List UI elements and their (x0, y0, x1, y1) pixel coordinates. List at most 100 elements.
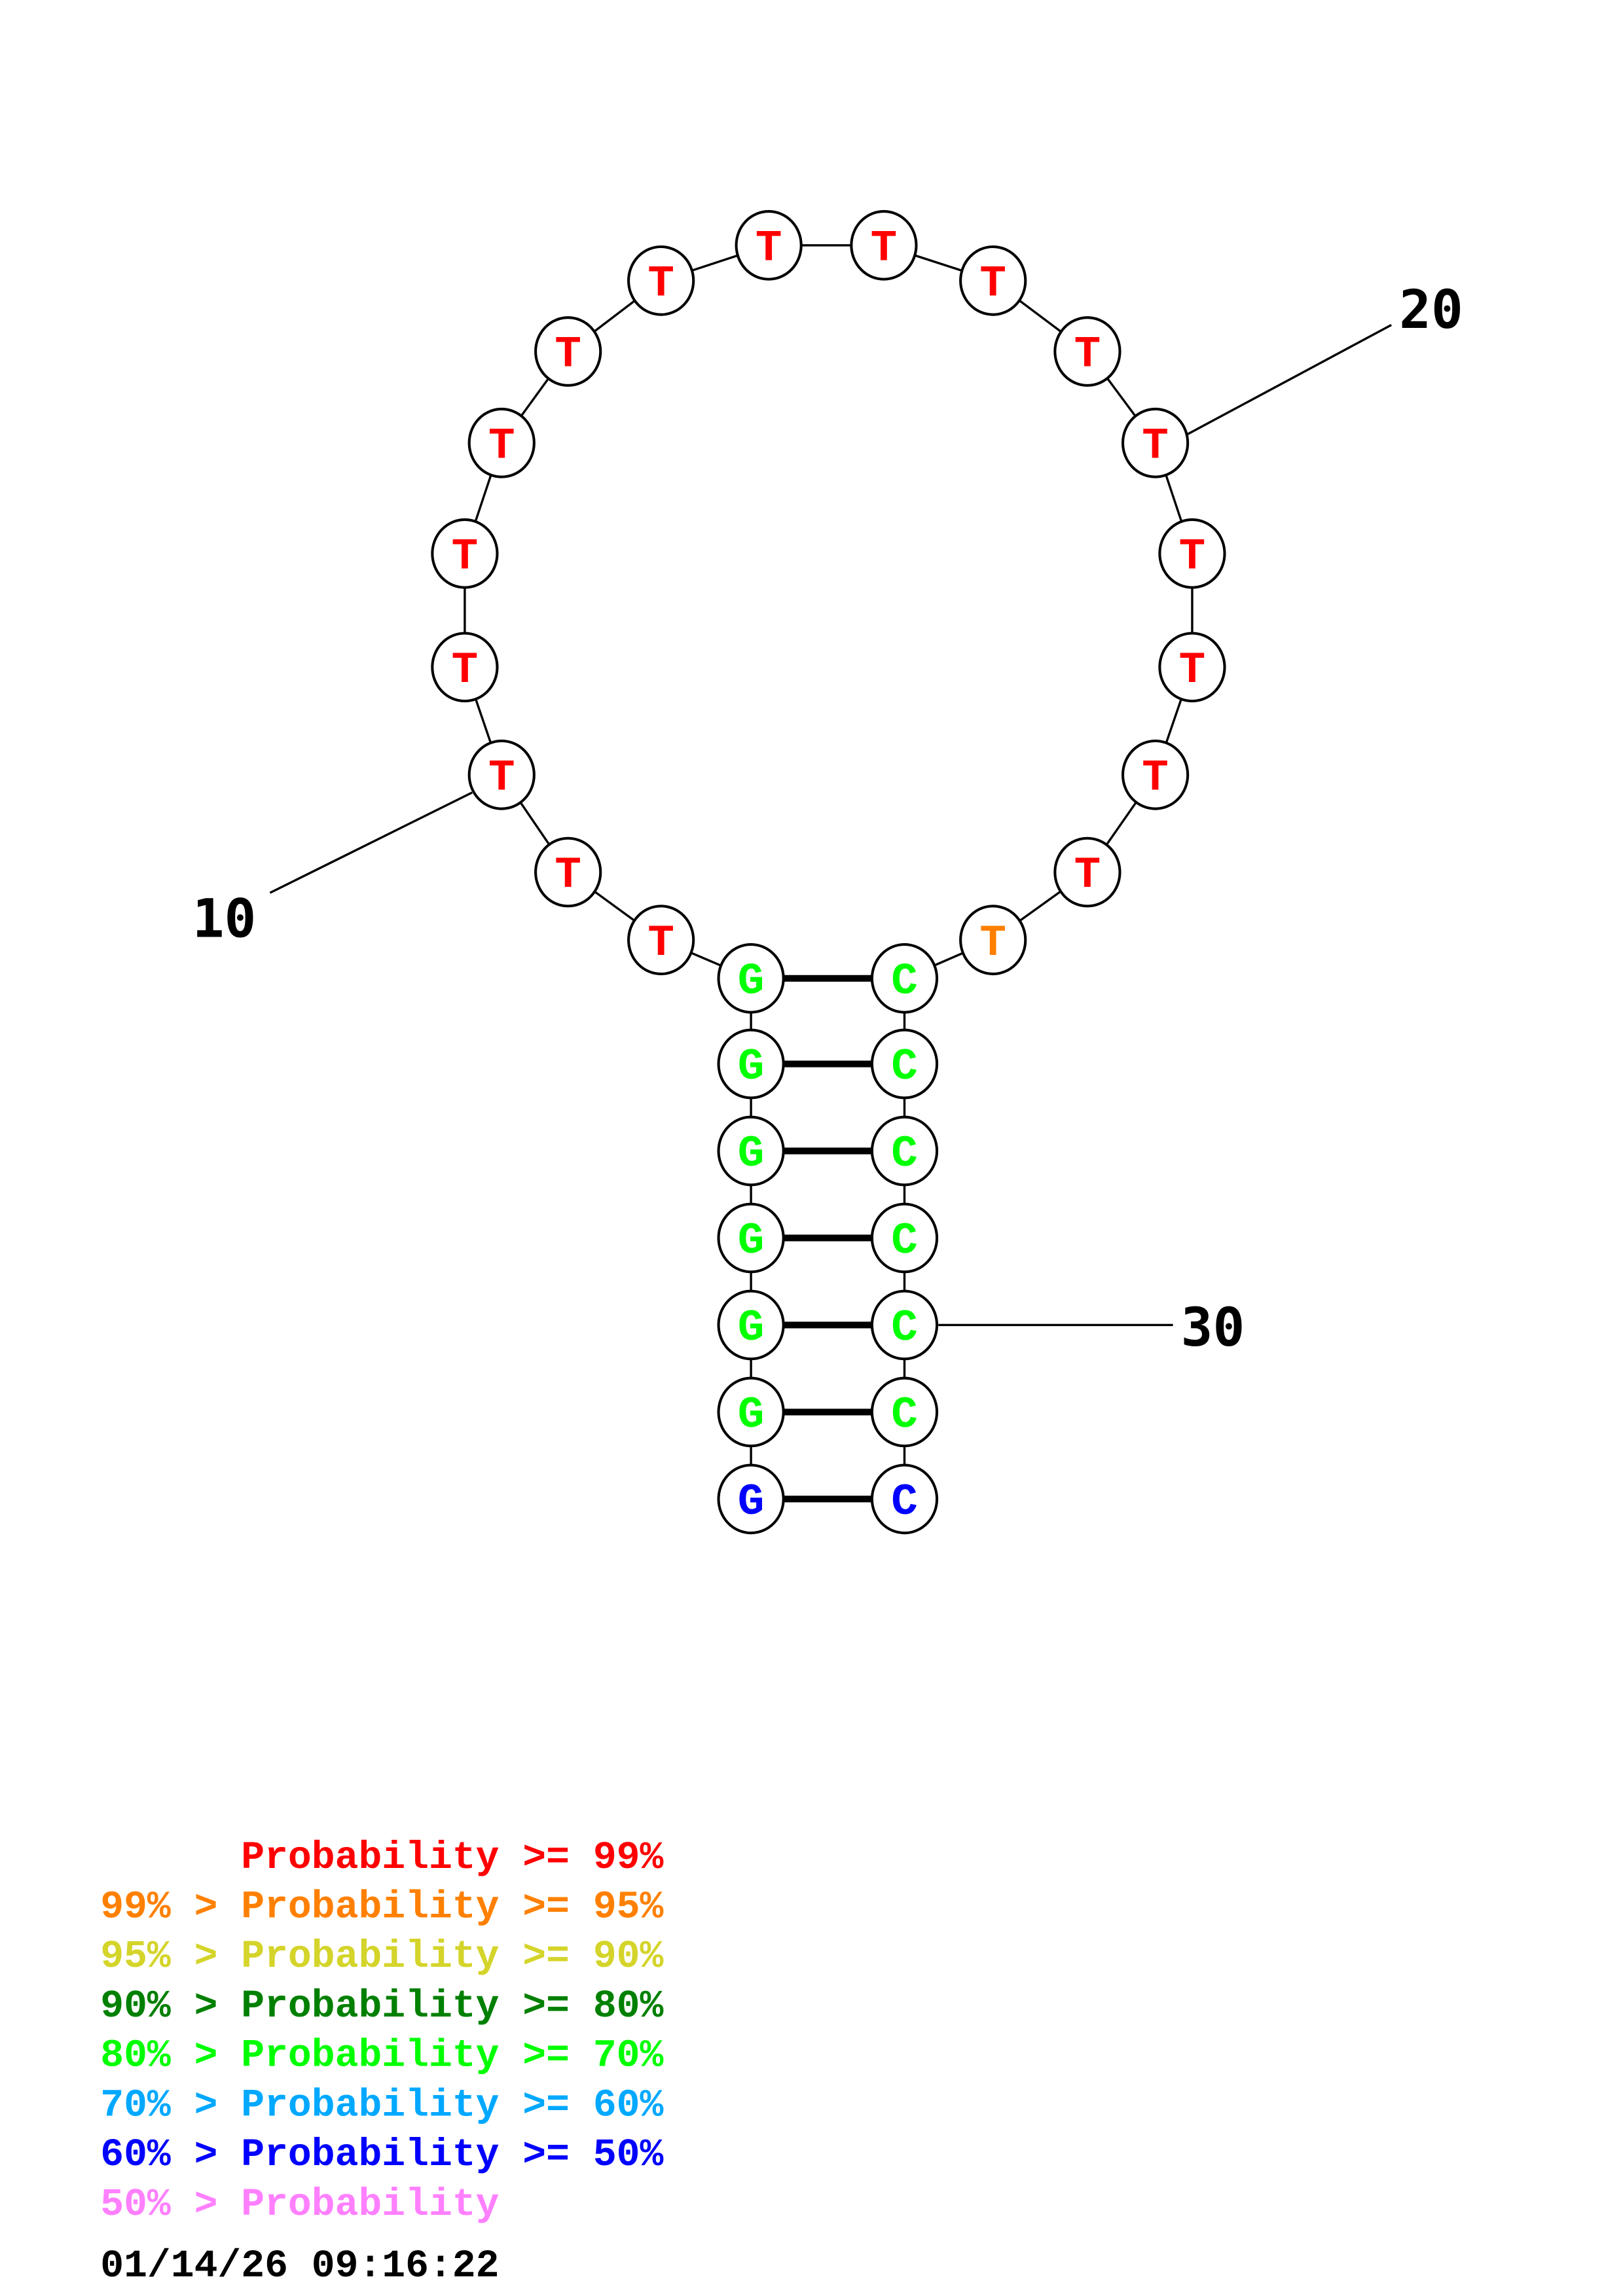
nucleotide-circle (870, 1376, 939, 1448)
nucleotide-circle (534, 836, 602, 908)
nucleotide-base: T (1142, 753, 1169, 803)
nucleotide-base: T (979, 259, 1006, 309)
nucleotide-2: G (717, 1376, 785, 1448)
nucleotide-circle (850, 209, 918, 281)
nucleotide-circle (1121, 407, 1190, 478)
nucleotide-base: G (738, 1217, 765, 1266)
position-label: 10 (192, 889, 257, 950)
legend-entry: 80% > Probability >= 70% (100, 2034, 663, 2078)
nucleotide-31: C (870, 1376, 939, 1448)
nucleotide-24: T (1053, 836, 1122, 908)
nucleotide-1: G (717, 1463, 785, 1535)
nucleotide-23: T (1121, 739, 1190, 810)
nucleotide-base: C (891, 1130, 918, 1179)
nucleotide-base: C (891, 1304, 918, 1354)
nucleotide-circle (717, 1289, 785, 1361)
nucleotide-circle (870, 1115, 939, 1187)
nucleotide-circle (717, 1376, 785, 1448)
nucleotide-circle (959, 245, 1027, 316)
nucleotide-15: T (627, 245, 695, 316)
position-label: 30 (1181, 1297, 1245, 1359)
nucleotide-18: T (959, 245, 1027, 316)
nucleotide-16: T (735, 209, 803, 281)
nucleotide-5: G (717, 1115, 785, 1187)
position-label-line (269, 791, 473, 894)
nucleotide-circle (870, 1028, 939, 1100)
nucleotide-12: T (431, 518, 499, 589)
nucleotide-circle (627, 905, 695, 976)
legend-entry: 90% > Probability >= 80% (100, 1984, 663, 2028)
nucleotide-base: T (1074, 851, 1101, 901)
nucleotide-circle (627, 245, 695, 316)
nucleotide-circle (717, 942, 785, 1014)
nucleotide-29: C (870, 1202, 939, 1274)
nucleotide-14: T (534, 316, 602, 387)
nucleotide-3: G (717, 1289, 785, 1361)
nucleotide-8: T (627, 905, 695, 976)
nucleotide-base: T (647, 259, 674, 309)
legend-entry: 60% > Probability >= 50% (100, 2132, 663, 2177)
nucleotide-base: T (756, 224, 782, 274)
nucleotide-circle (717, 1202, 785, 1274)
nucleotide-base: C (891, 957, 918, 1007)
nucleotide-circle (431, 632, 499, 703)
nucleotide-base: C (891, 1391, 918, 1441)
nucleotide-circle (1053, 836, 1122, 908)
nucleotide-base: G (738, 1391, 765, 1441)
nucleotide-17: T (850, 209, 918, 281)
nucleotide-base: G (738, 1478, 765, 1528)
nucleotide-28: C (870, 1115, 939, 1187)
nucleotide-base: T (979, 919, 1006, 969)
nucleotide-circle (959, 905, 1027, 976)
legend-entry: 99% > Probability >= 95% (100, 1884, 663, 1929)
nucleotide-circle (1053, 316, 1122, 387)
legend-entry: 95% > Probability >= 90% (100, 1934, 663, 1979)
nucleotide-circle (735, 209, 803, 281)
nucleotide-circle (431, 518, 499, 589)
nucleotide-base: G (738, 1304, 765, 1354)
nucleotide-base: T (452, 646, 479, 696)
position-labels: 10 20 30 (192, 279, 1463, 1359)
nucleotide-base: C (891, 1478, 918, 1528)
nucleotide-10: T (467, 739, 536, 810)
nucleotide-base: T (647, 919, 674, 969)
nucleotide-base: T (1074, 331, 1101, 380)
nucleotide-7: G (717, 942, 785, 1014)
nucleotide-base: C (891, 1217, 918, 1266)
probability-legend: Probability >= 99%99% > Probability >= 9… (100, 1835, 663, 2227)
nucleotide-circle (534, 316, 602, 387)
legend-entry: Probability >= 99% (100, 1835, 663, 1880)
nucleotide-4: G (717, 1202, 785, 1274)
nucleotide-base: C (891, 1043, 918, 1092)
nucleotide-base: T (1179, 646, 1206, 696)
nucleotide-9: T (534, 836, 602, 908)
nucleotide-22: T (1158, 632, 1226, 703)
nucleotide-circle (717, 1463, 785, 1535)
nucleotide-11: T (431, 632, 499, 703)
position-label: 20 (1399, 279, 1463, 341)
nucleotide-circle (1158, 632, 1226, 703)
nucleotide-circle (870, 1202, 939, 1274)
nucleotide-21: T (1158, 518, 1226, 589)
nucleotide-circle (1158, 518, 1226, 589)
nucleotide-circle (717, 1028, 785, 1100)
nucleotide-30: C (870, 1289, 939, 1361)
nucleotide-26: C (870, 942, 939, 1014)
nucleotide-base: T (1179, 532, 1206, 582)
legend-entry: 70% > Probability >= 60% (100, 2083, 663, 2127)
nucleotide-base: T (452, 532, 479, 582)
nucleotide-base: G (738, 1043, 765, 1092)
nucleotide-base: T (555, 851, 581, 901)
nucleotide-32: C (870, 1463, 939, 1535)
nucleotide-circle (870, 1463, 939, 1535)
nucleotide-25: T (959, 905, 1027, 976)
nucleotide-circle (870, 942, 939, 1014)
nucleotide-base: T (488, 422, 515, 471)
nucleotide-base: G (738, 1130, 765, 1179)
nucleotide-27: C (870, 1028, 939, 1100)
position-label-line (1187, 323, 1392, 435)
nucleotide-20: T (1121, 407, 1190, 478)
nucleotide-19: T (1053, 316, 1122, 387)
